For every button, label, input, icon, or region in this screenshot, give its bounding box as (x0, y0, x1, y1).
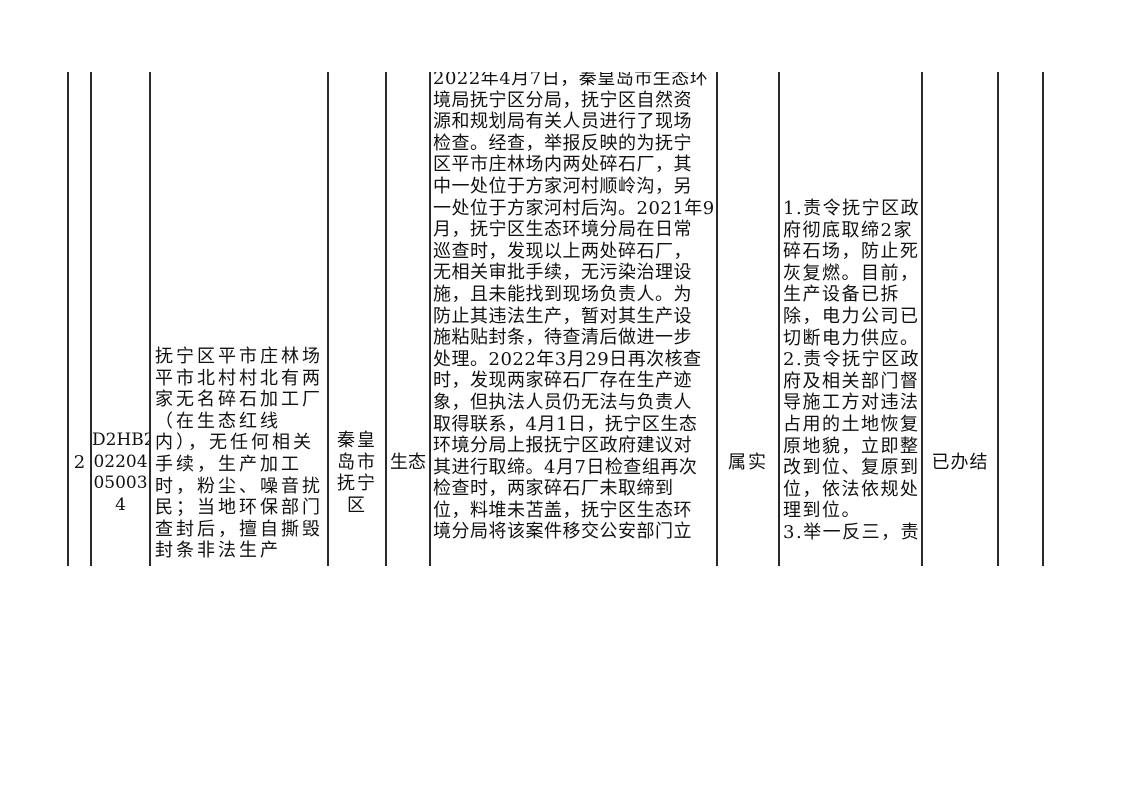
case-id: D2HB2 02204 05003 4 (92, 430, 149, 515)
cell-verdict: 属实 (718, 72, 778, 566)
table-border (90, 72, 92, 566)
table-border (1042, 72, 1044, 566)
table-border (997, 72, 999, 566)
table-border (921, 72, 923, 566)
row-index: 2 (73, 452, 86, 473)
verdict: 属实 (728, 452, 768, 473)
cell-investigation: 2022年4月7日，秦皇岛市生态环 境局抚宁区分局，抚宁区自然资 源和规划局有关… (431, 72, 716, 566)
cell-index: 2 (69, 72, 90, 566)
table-border (385, 72, 387, 566)
table-border (149, 72, 151, 566)
table-border (429, 72, 431, 566)
table-border (67, 72, 69, 566)
rectification-text: 1.责令抚宁区政 府彻底取缔2家 碎石场，防止死 灰复燃。目前， 生产设备已拆 … (783, 198, 921, 543)
cell-region: 秦皇 岛市 抚宁 区 (329, 72, 385, 566)
cell-status: 已办结 (923, 72, 997, 566)
investigation-text: 2022年4月7日，秦皇岛市生态环 境局抚宁区分局，抚宁区自然资 源和规划局有关… (433, 72, 715, 543)
region: 秦皇 岛市 抚宁 区 (337, 430, 377, 516)
status: 已办结 (931, 452, 989, 473)
cell-complaint: 抚宁区平市庄林场 平市北村村北有两 家无名碎石加工厂 （在生态红线 内），无任何… (151, 72, 327, 566)
table-border (778, 72, 780, 566)
cell-case-id: D2HB2 02204 05003 4 (92, 72, 149, 566)
category: 生态 (390, 452, 426, 473)
cell-rectification: 1.责令抚宁区政 府彻底取缔2家 碎石场，防止死 灰复燃。目前， 生产设备已拆 … (780, 72, 921, 566)
table-border (716, 72, 718, 566)
cell-category: 生态 (387, 72, 429, 566)
table-border (327, 72, 329, 566)
complaint-text: 抚宁区平市庄林场 平市北村村北有两 家无名碎石加工厂 （在生态红线 内），无任何… (155, 346, 323, 562)
